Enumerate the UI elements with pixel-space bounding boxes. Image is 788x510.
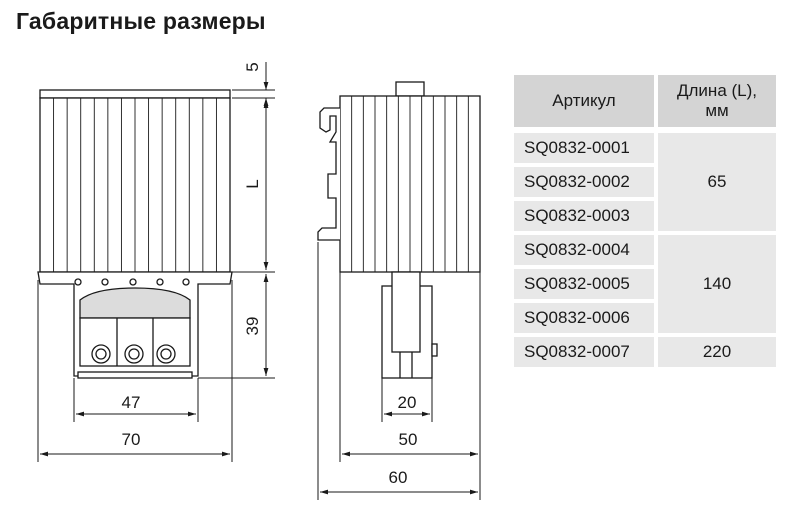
terminal-cover — [79, 287, 191, 319]
length-cell: 220 — [658, 337, 776, 367]
dim-50-label: 50 — [399, 430, 418, 449]
dim-60-label: 60 — [389, 468, 408, 487]
dim-47-label: 47 — [122, 393, 141, 412]
article-cell: SQ0832-0002 — [514, 167, 654, 197]
header-article: Артикул — [514, 75, 654, 127]
terminal-screws — [91, 344, 176, 364]
side-fins — [351, 96, 469, 272]
length-cell: 140 — [658, 235, 776, 333]
header-length: Длина (L), мм — [658, 75, 776, 127]
article-cell: SQ0832-0001 — [514, 133, 654, 163]
side-top-tab — [395, 81, 425, 97]
article-cell: SQ0832-0006 — [514, 303, 654, 333]
front-fins — [53, 98, 217, 272]
dim-l-label: L — [243, 179, 262, 188]
article-cell: SQ0832-0007 — [514, 337, 654, 367]
page-title: Габаритные размеры — [16, 8, 266, 34]
article-cell: SQ0832-0005 — [514, 269, 654, 299]
dim-39-label: 39 — [243, 317, 262, 336]
front-top-cap — [39, 89, 231, 99]
article-cell: SQ0832-0003 — [514, 201, 654, 231]
side-view — [317, 81, 481, 379]
dim-20-label: 20 — [398, 393, 417, 412]
side-dimension-lines — [317, 242, 481, 500]
article-cell: SQ0832-0004 — [514, 235, 654, 265]
dim-5-label: 5 — [243, 62, 262, 71]
front-view — [37, 89, 233, 379]
dim-70-label: 70 — [122, 430, 141, 449]
side-terminal-plug — [391, 271, 421, 353]
length-cell: 65 — [658, 133, 776, 231]
din-rail-clip — [317, 107, 340, 241]
front-dimension-lines — [37, 62, 275, 462]
front-holes — [74, 278, 190, 286]
